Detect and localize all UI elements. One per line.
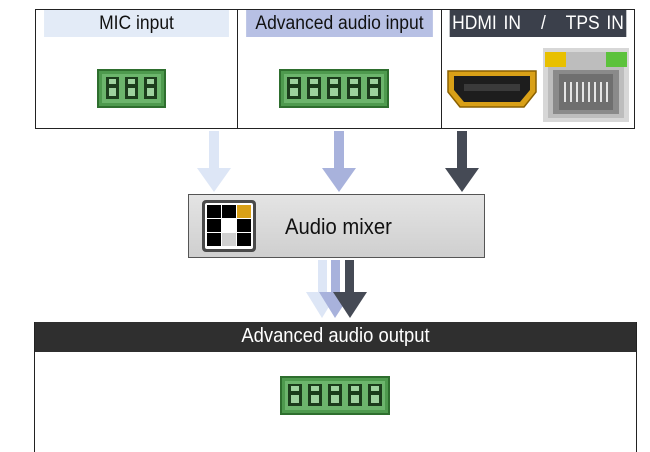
terminal-block-5pin-icon [280, 376, 390, 415]
mixer-grid-icon [202, 200, 256, 252]
audio-mixer-box: Audio mixer [188, 194, 485, 258]
terminal-block-5pin-icon [279, 69, 389, 108]
audio-mixer-label: Audio mixer [285, 214, 392, 239]
hdmi-port-icon [447, 70, 537, 108]
rj45-port-icon [543, 48, 629, 122]
hdmi-tps-arrow [445, 131, 479, 192]
mic-arrow [197, 131, 231, 192]
advanced-audio-output-header: Advanced audio output [35, 322, 636, 352]
mic-input-box: MIC input [35, 9, 238, 129]
advanced-audio-output-box: Advanced audio output [34, 322, 637, 452]
hdmi-tps-input-box: HDMI IN / TPS IN [441, 9, 635, 129]
advanced-audio-input-box: Advanced audio input [237, 9, 442, 129]
terminal-block-3pin-icon [97, 69, 166, 108]
hdmi-tps-input-label: HDMI IN / TPS IN [449, 10, 627, 37]
advanced-audio-output-label: Advanced audio output [241, 325, 430, 347]
advanced-audio-arrow [322, 131, 356, 192]
mixer-output-arrows [306, 260, 367, 318]
signal-arrows-to-mixer [197, 131, 479, 318]
mic-input-label: MIC input [44, 10, 229, 37]
advanced-audio-input-label: Advanced audio input [246, 10, 433, 37]
